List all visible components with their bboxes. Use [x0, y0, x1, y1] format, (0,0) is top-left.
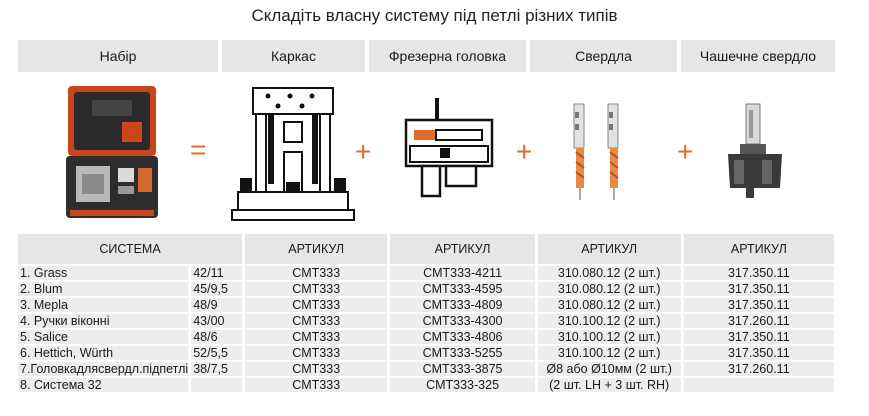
table-row: 7.Головкадлясвердл.підпетлі 38/7,5 CMT33… — [18, 362, 834, 376]
table-row: 8. Система 32 CMT333 CMT333-325 (2 шт. L… — [18, 378, 834, 392]
drills-article: 310.080.12 (2 шт.) — [537, 266, 681, 280]
frame-article: CMT333 — [244, 346, 388, 360]
drills-image — [573, 103, 619, 200]
cup-article: 317.350.11 — [683, 282, 834, 296]
table-row: 3. Mepla 48/9 CMT333 CMT333-4809 310.080… — [18, 298, 834, 312]
plus-operator-1: + — [355, 136, 372, 167]
head-article: CMT333-3875 — [390, 362, 535, 376]
header-drills: Свердла — [530, 40, 677, 72]
system-code — [191, 378, 242, 392]
col-header-cup-article: АРТИКУЛ — [683, 234, 834, 264]
head-article: CMT333-4300 — [390, 314, 535, 328]
system-name: 3. Mepla — [18, 298, 189, 312]
frame-article: CMT333 — [244, 314, 388, 328]
system-name: 6. Hettich, Würth — [18, 346, 189, 360]
head-article: CMT333-4806 — [390, 330, 535, 344]
drills-article: (2 шт. LH + 3 шт. RH) — [537, 378, 681, 392]
toolkit-case-image — [66, 86, 158, 218]
drills-article: 310.080.12 (2 шт.) — [537, 282, 681, 296]
col-header-head-article: АРТИКУЛ — [390, 234, 535, 264]
table-header-row: СИСТЕМА АРТИКУЛ АРТИКУЛ АРТИКУЛ АРТИКУЛ — [18, 234, 834, 264]
system-name: 1. Grass — [18, 266, 189, 280]
frame-image — [231, 87, 355, 221]
head-article: CMT333-5255 — [390, 346, 535, 360]
col-header-system: СИСТЕМА — [18, 234, 242, 264]
header-frame: Каркас — [222, 40, 365, 72]
header-set: Набір — [18, 40, 218, 72]
system-code: 42/11 — [191, 266, 242, 280]
cup-article: 317.350.11 — [683, 330, 834, 344]
cup-article — [683, 378, 834, 392]
page-title: Складіть власну систему під петлі різних… — [251, 6, 618, 25]
system-name: 2. Blum — [18, 282, 189, 296]
milling-head-image — [404, 98, 494, 198]
header-cup-drill: Чашечне свердло — [681, 40, 835, 72]
cup-article: 317.350.11 — [683, 346, 834, 360]
system-code: 52/5,5 — [191, 346, 242, 360]
cup-article: 317.260.11 — [683, 362, 834, 376]
system-name: 4. Ручки віконні — [18, 314, 189, 328]
frame-article: CMT333 — [244, 282, 388, 296]
cup-article: 317.350.11 — [683, 266, 834, 280]
table-row: 4. Ручки віконні 43/00 CMT333 CMT333-430… — [18, 314, 834, 328]
plus-operator-3: + — [677, 136, 694, 167]
col-header-drills-article: АРТИКУЛ — [537, 234, 681, 264]
equals-operator: = — [190, 134, 207, 165]
drills-article: 310.080.12 (2 шт.) — [537, 298, 681, 312]
col-header-frame-article: АРТИКУЛ — [244, 234, 388, 264]
frame-article: CMT333 — [244, 266, 388, 280]
system-code: 38/7,5 — [191, 362, 242, 376]
frame-article: CMT333 — [244, 330, 388, 344]
system-code: 48/9 — [191, 298, 242, 312]
component-header-row: Набір Каркас Фрезерна головка Свердла Ча… — [0, 40, 869, 72]
component-images-row: = + + — [0, 76, 869, 228]
system-code: 48/6 — [191, 330, 242, 344]
header-milling-head: Фрезерна головка — [369, 40, 526, 72]
system-code: 43/00 — [191, 314, 242, 328]
drills-article: Ø8 або Ø10мм (2 шт.) — [537, 362, 681, 376]
head-article: CMT333-4809 — [390, 298, 535, 312]
head-article: CMT333-4211 — [390, 266, 535, 280]
frame-article: CMT333 — [244, 378, 388, 392]
plus-operator-2: + — [516, 136, 533, 167]
head-article: CMT333-325 — [390, 378, 535, 392]
cup-article: 317.260.11 — [683, 314, 834, 328]
cup-drill-image — [728, 103, 782, 198]
head-article: CMT333-4595 — [390, 282, 535, 296]
system-name: 8. Система 32 — [18, 378, 189, 392]
system-name: 7.Головкадлясвердл.підпетлі — [18, 362, 189, 376]
table-row: 1. Grass 42/11 CMT333 CMT333-4211 310.08… — [18, 266, 834, 280]
frame-article: CMT333 — [244, 362, 388, 376]
table-row: 2. Blum 45/9,5 CMT333 CMT333-4595 310.08… — [18, 282, 834, 296]
drills-article: 310.100.12 (2 шт.) — [537, 330, 681, 344]
table-row: 6. Hettich, Würth 52/5,5 CMT333 CMT333-5… — [18, 346, 834, 360]
system-name: 5. Salice — [18, 330, 189, 344]
cup-article: 317.350.11 — [683, 298, 834, 312]
table-row: 5. Salice 48/6 CMT333 CMT333-4806 310.10… — [18, 330, 834, 344]
drills-article: 310.100.12 (2 шт.) — [537, 346, 681, 360]
frame-article: CMT333 — [244, 298, 388, 312]
drills-article: 310.100.12 (2 шт.) — [537, 314, 681, 328]
system-code: 45/9,5 — [191, 282, 242, 296]
system-articles-table: СИСТЕМА АРТИКУЛ АРТИКУЛ АРТИКУЛ АРТИКУЛ … — [15, 232, 837, 394]
